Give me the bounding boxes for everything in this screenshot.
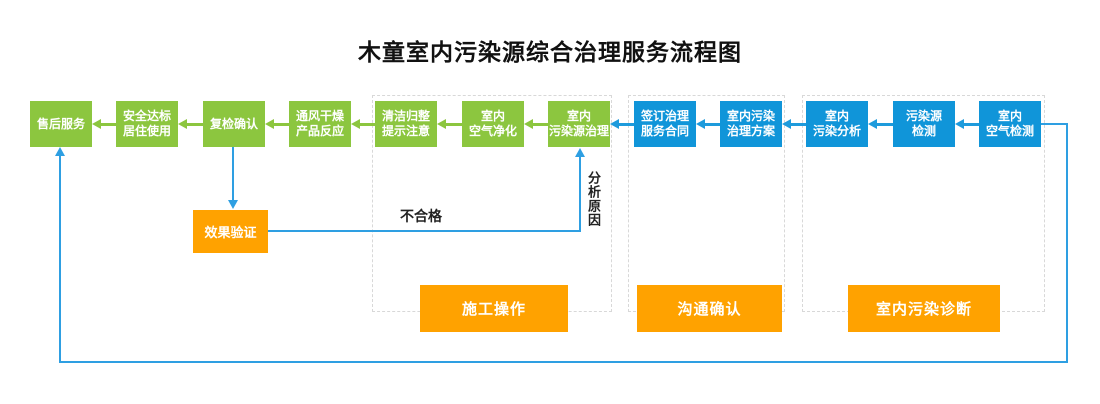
step-after-sales-service: 售后服务 — [30, 101, 92, 147]
step-air-purification: 室内 空气净化 — [462, 101, 524, 147]
group-label-construction: 施工操作 — [420, 285, 568, 332]
arrow-left-icon — [92, 119, 116, 129]
step-sign-service-contract: 签订治理 服务合同 — [634, 101, 696, 147]
arrow-left-icon — [265, 119, 289, 129]
arrow-left-icon — [524, 119, 548, 129]
connector-fail-riser — [579, 156, 581, 232]
label-analyze-reason: 分析原因 — [586, 171, 601, 227]
arrow-left-icon — [955, 119, 979, 129]
connector-loop-bottom — [59, 361, 1068, 363]
arrow-left-icon — [696, 119, 720, 129]
arrow-left-icon — [437, 119, 462, 129]
arrow-left-icon — [610, 119, 634, 129]
page-title: 木童室内污染源综合治理服务流程图 — [358, 39, 742, 65]
arrow-up-icon — [55, 147, 65, 156]
step-pollution-analysis: 室内 污染分析 — [806, 101, 868, 147]
step-treatment-plan: 室内污染 治理方案 — [720, 101, 782, 147]
step-pollution-source-testing: 污染源 检测 — [893, 101, 955, 147]
step-ventilation-drying: 通风干燥 产品反应 — [289, 101, 351, 147]
arrow-left-icon — [868, 119, 893, 129]
step-recheck-confirm: 复检确认 — [203, 101, 265, 147]
group-label-diagnosis: 室内污染诊断 — [848, 285, 1000, 332]
arrow-left-icon — [782, 119, 806, 129]
connector-loop-top — [1041, 123, 1068, 125]
step-safety-compliance-living: 安全达标 居住使用 — [116, 101, 178, 147]
step-indoor-air-testing: 室内 空气检测 — [979, 101, 1041, 147]
group-label-communication: 沟通确认 — [637, 285, 782, 332]
connector-recheck-to-verification — [232, 147, 234, 201]
arrow-down-icon — [228, 200, 238, 209]
connector-loop-left — [59, 155, 61, 363]
arrow-left-icon — [351, 119, 375, 129]
step-cleanup-notice: 清洁归整 提示注意 — [375, 101, 437, 147]
connector-loop-right — [1066, 123, 1068, 363]
arrow-up-icon — [575, 148, 585, 157]
label-unqualified: 不合格 — [400, 208, 442, 224]
step-pollution-source-treatment: 室内 污染源治理 — [548, 101, 610, 147]
connector-fail-horizontal — [268, 230, 581, 232]
box-effect-verification: 效果验证 — [193, 210, 268, 253]
arrow-left-icon — [178, 119, 203, 129]
